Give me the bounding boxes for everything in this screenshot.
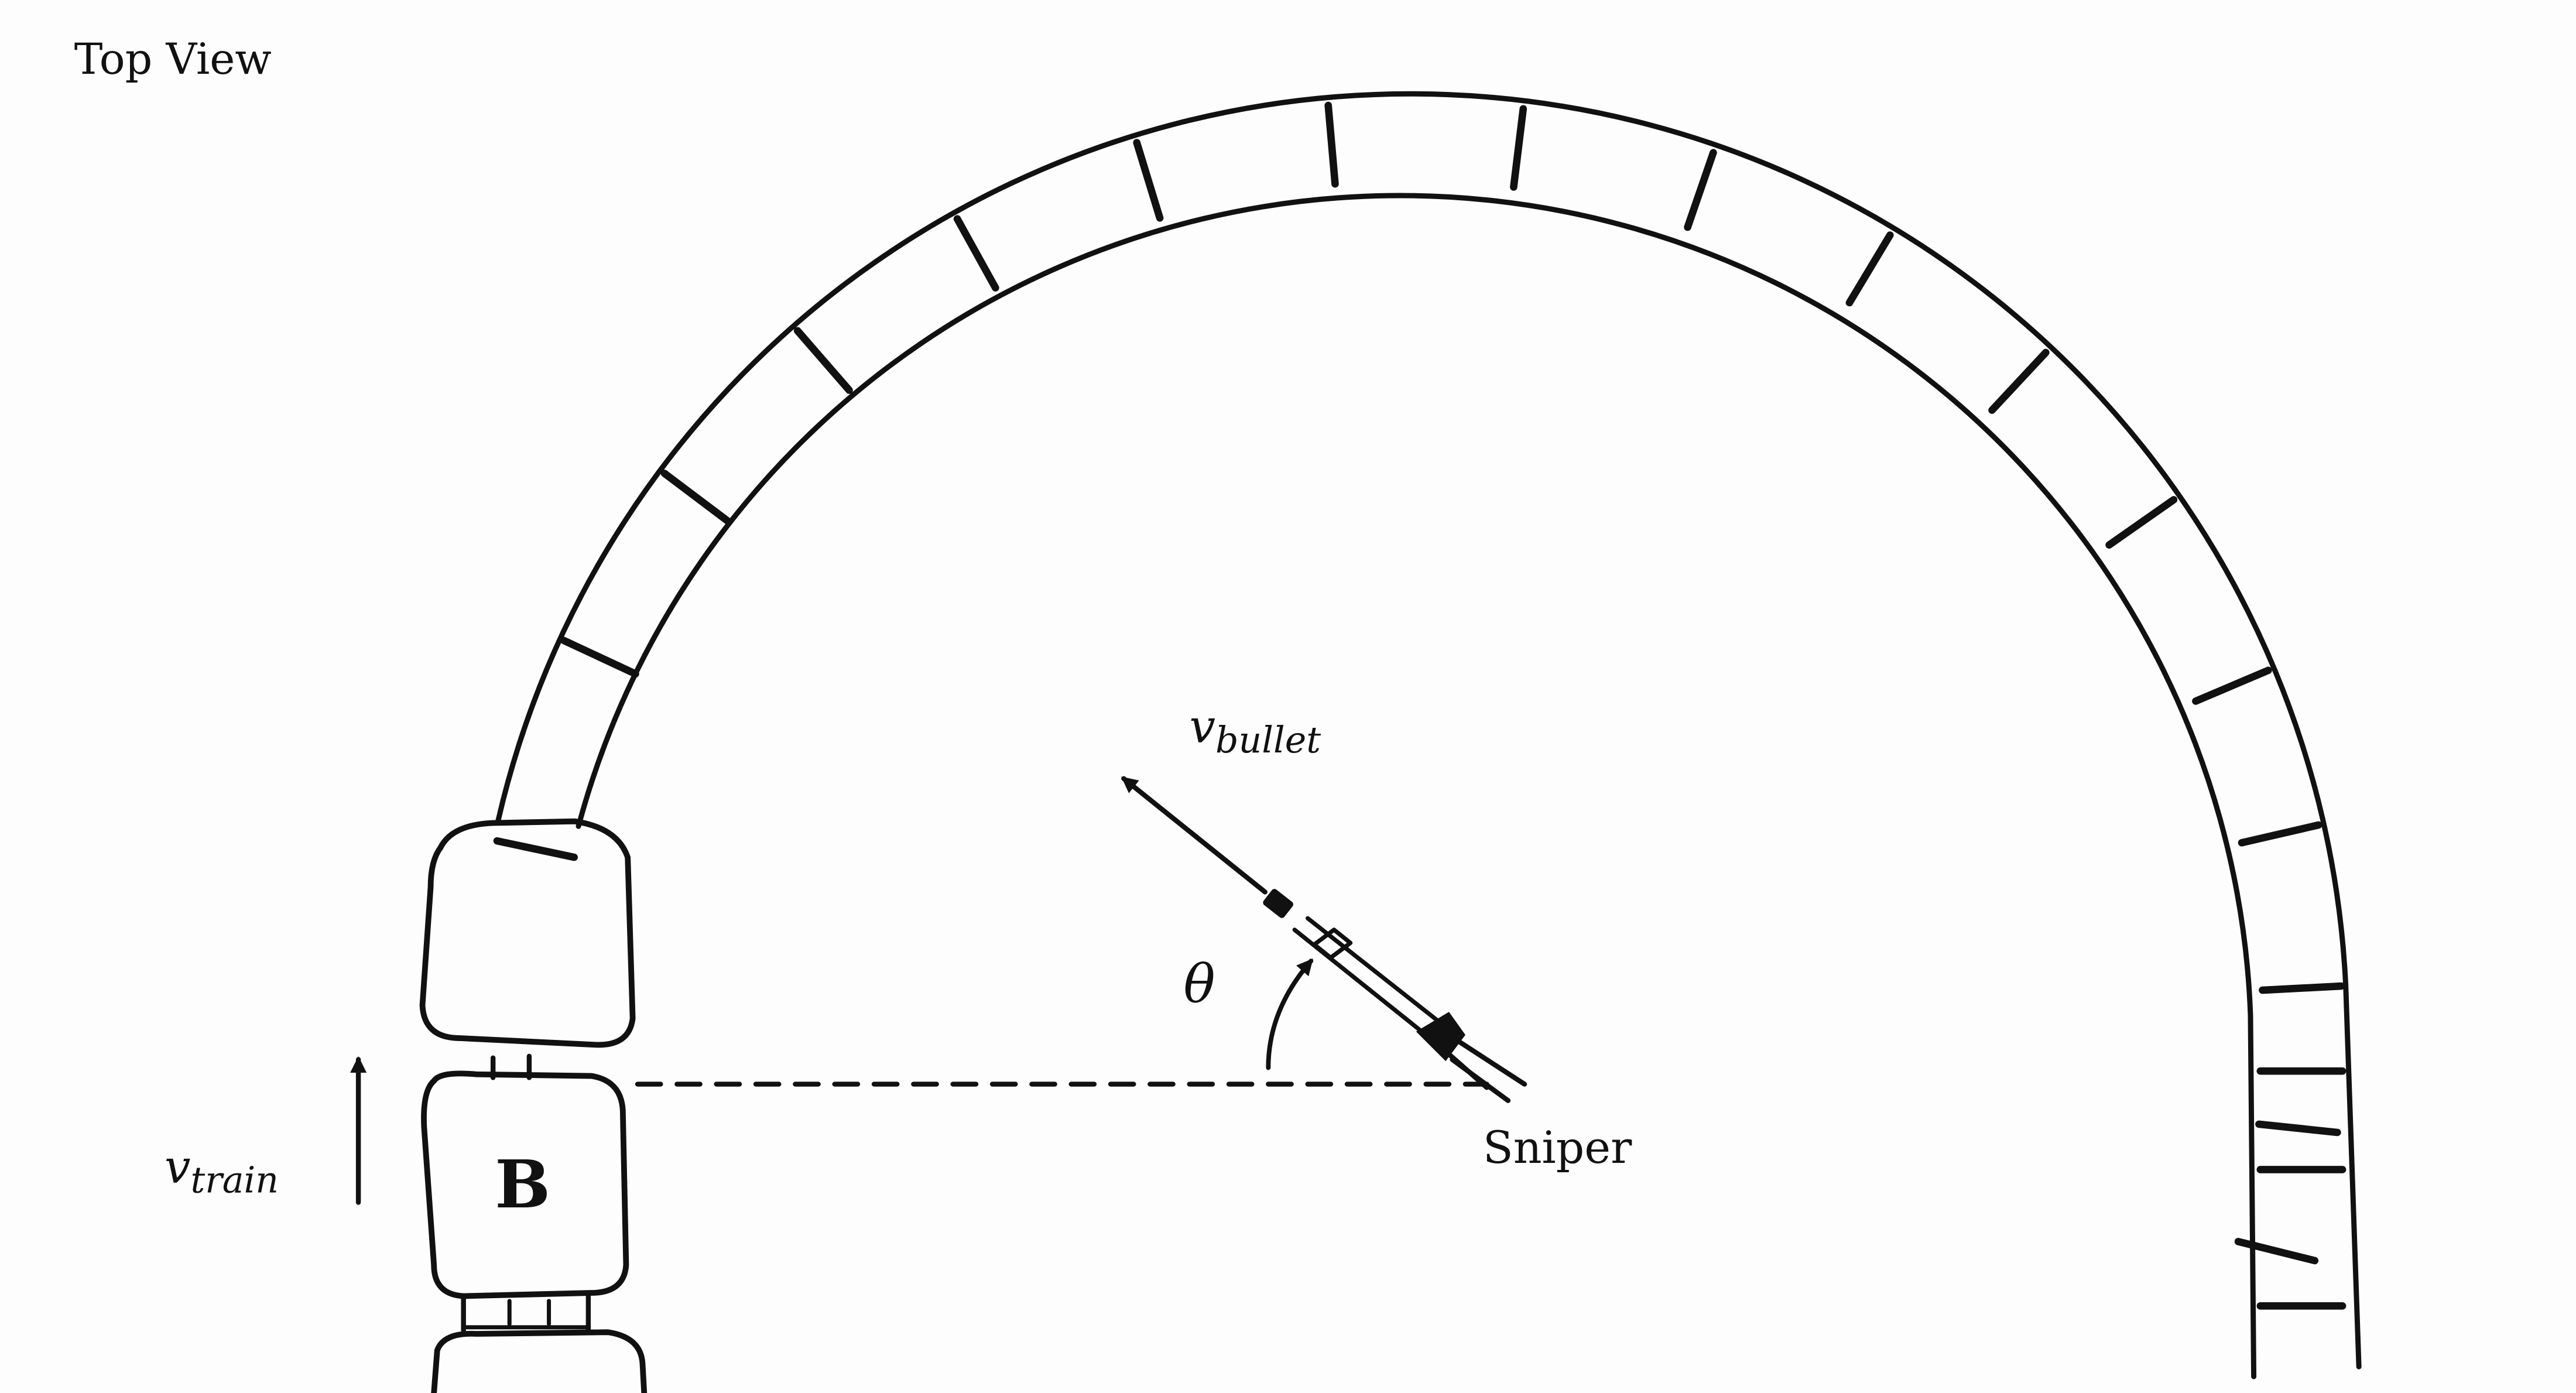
track-tie — [2259, 982, 2345, 994]
bullet-velocity-arrow — [1121, 776, 1268, 895]
track-tie — [2192, 666, 2272, 705]
sniper-label: Sniper — [1483, 1122, 1632, 1173]
track-tie — [953, 215, 999, 292]
sniper-figure — [1263, 889, 1527, 1103]
train-velocity-label: vtrain — [165, 1140, 279, 1202]
coupler-lower — [461, 1293, 591, 1333]
angle-arc — [1266, 958, 1314, 1070]
sniper-body — [1416, 1012, 1465, 1062]
track-tie — [2255, 1120, 2341, 1137]
track-tie — [2238, 821, 2322, 847]
track-tie — [1510, 105, 1527, 191]
rifle-barrel — [1292, 916, 1441, 1038]
track-tie — [2105, 496, 2178, 549]
bullet-velocity-label: vbullet — [1190, 700, 1321, 761]
track-tie — [560, 636, 639, 678]
curved-track — [493, 91, 2362, 1380]
view-label: Top View — [74, 35, 272, 84]
bullet-velocity-symbol: v — [1190, 700, 1215, 754]
train-car-label: B — [495, 1146, 550, 1223]
track-tie — [1988, 348, 2050, 414]
train-car-lower — [431, 1329, 648, 1393]
track-tie — [493, 837, 578, 861]
bullet-velocity-subscript: bullet — [1215, 719, 1321, 761]
track-tie — [793, 327, 853, 394]
track-tie — [1684, 149, 1717, 231]
track-tie — [1133, 139, 1164, 222]
inner-rail — [576, 193, 2257, 1380]
angle-label: θ — [1183, 954, 1215, 1015]
track-tie — [1324, 101, 1339, 188]
train-velocity-subscript: train — [190, 1159, 279, 1202]
track-tie — [1845, 231, 1894, 307]
track-ties — [493, 101, 2347, 1310]
train-velocity-symbol: v — [165, 1140, 190, 1194]
rifle-scope — [1312, 927, 1353, 960]
track-tie — [660, 470, 731, 525]
track-tie — [2234, 1238, 2319, 1265]
train-car-upper — [419, 818, 636, 1048]
sniper-legs — [1443, 1039, 1527, 1103]
rifle-muzzle — [1263, 889, 1293, 918]
train-car-b — [421, 1070, 629, 1299]
outer-rail — [495, 91, 2362, 1370]
train: B — [419, 818, 648, 1393]
